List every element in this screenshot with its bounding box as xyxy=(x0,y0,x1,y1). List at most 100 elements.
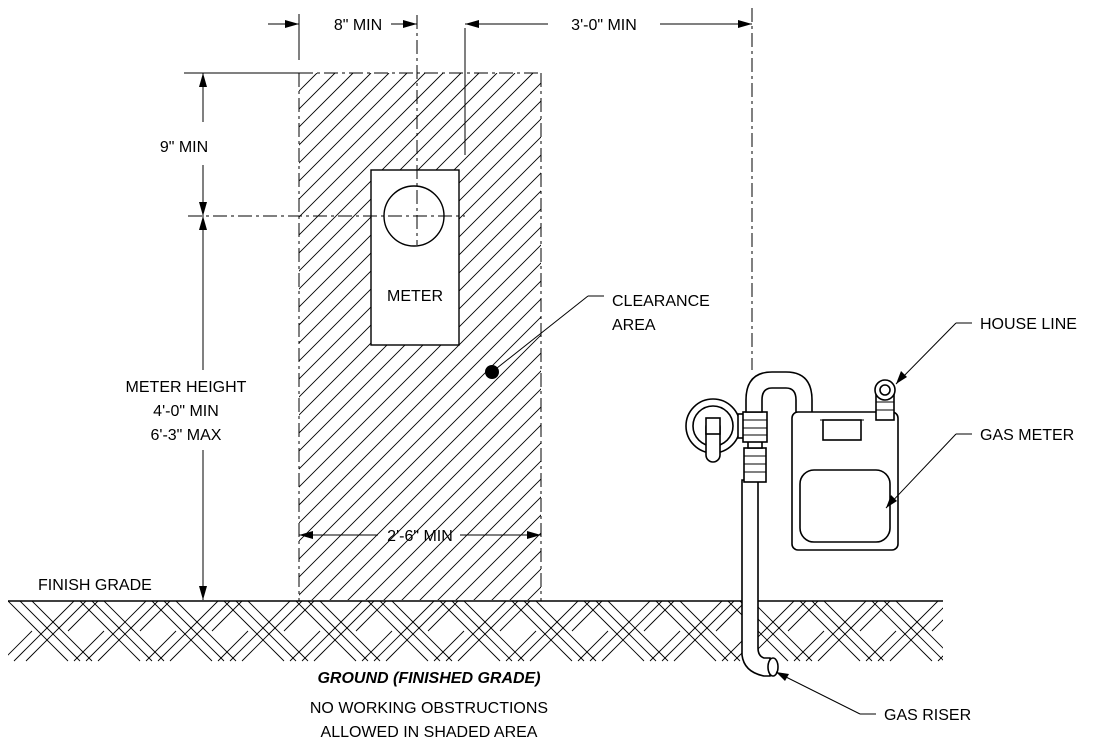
hatch-line xyxy=(299,298,541,542)
hatch-line xyxy=(811,601,843,632)
hatch-line xyxy=(313,630,345,662)
hatch-line xyxy=(55,601,87,632)
hatch-line xyxy=(673,630,705,662)
dim-label-3-0-min: 3'-0" MIN xyxy=(571,17,637,34)
hatch-line xyxy=(473,532,541,600)
hatch-line xyxy=(355,601,387,632)
hatch-line xyxy=(299,352,541,596)
meter-height-title: METER HEIGHT xyxy=(126,379,247,396)
hatch-line xyxy=(913,630,943,661)
hatch-line xyxy=(205,630,237,662)
hatch-line xyxy=(847,601,879,632)
hatch-line xyxy=(311,370,541,600)
hatch-line xyxy=(103,601,135,632)
ground: FINISH GRADE GROUND (FINISHED GRADE) NO … xyxy=(8,577,943,741)
hatch-line xyxy=(299,154,541,398)
hatch-line xyxy=(571,601,603,632)
hatch-line xyxy=(271,601,303,632)
ground-label: GROUND (FINISHED GRADE) xyxy=(317,670,540,687)
note-line-2: ALLOWED IN SHADED AREA xyxy=(321,724,538,741)
hatch-line xyxy=(451,601,483,632)
hatch-line xyxy=(235,601,267,632)
hatch-line xyxy=(85,630,117,662)
hatch-line xyxy=(299,73,408,182)
hatch-line xyxy=(817,630,849,662)
hatch-line xyxy=(299,73,318,92)
hatch-line xyxy=(499,601,531,632)
hatch-line xyxy=(631,601,663,632)
hatch-line xyxy=(343,601,375,632)
hatch-line xyxy=(937,655,943,662)
hatch-line xyxy=(181,630,213,662)
hatch-line xyxy=(299,262,541,506)
hatch-line xyxy=(415,601,447,632)
hatch-line xyxy=(805,630,837,662)
hatch-line xyxy=(299,136,541,380)
hatch-line xyxy=(127,601,159,632)
hatch-line xyxy=(487,601,519,632)
hatch-line xyxy=(643,601,675,632)
hatch-line xyxy=(685,630,717,662)
hatch-line xyxy=(337,630,369,662)
hatch-line xyxy=(401,460,541,600)
hatch-line xyxy=(637,630,669,662)
hatch-line xyxy=(601,630,633,662)
hatch-line xyxy=(299,118,541,362)
hatch-line xyxy=(703,601,735,632)
hatch-line xyxy=(517,630,549,662)
hatch-line xyxy=(403,601,435,632)
hatch-line xyxy=(13,630,45,662)
hatch-line xyxy=(559,601,591,632)
hatch-line xyxy=(607,601,639,632)
dim-label-9-min: 9" MIN xyxy=(160,139,208,156)
hatch-line xyxy=(347,406,541,600)
gas-riser-label: GAS RISER xyxy=(884,707,971,724)
hatch-line xyxy=(919,607,943,632)
hatch-line xyxy=(823,601,855,632)
hatch-line xyxy=(625,630,657,662)
hatch-line xyxy=(223,601,255,632)
hatch-line xyxy=(481,630,513,662)
hatch-line xyxy=(883,601,915,632)
hatch-line xyxy=(619,601,651,632)
hatch-line xyxy=(391,601,423,632)
note-line-1: NO WORKING OBSTRUCTIONS xyxy=(310,700,548,717)
hatch-line xyxy=(299,73,444,218)
hatch-line xyxy=(67,601,99,632)
hatch-line xyxy=(775,601,807,632)
electric-meter: METER xyxy=(370,169,460,346)
hatch-line xyxy=(8,601,39,632)
hatch-line xyxy=(43,601,75,632)
hatch-line xyxy=(283,601,315,632)
hatch-line xyxy=(697,630,729,662)
hatch-line xyxy=(157,630,189,662)
house-line-outlet xyxy=(874,379,896,421)
hatch-line xyxy=(31,601,63,632)
hatch-line xyxy=(8,630,33,656)
riser-fitting xyxy=(743,447,767,483)
hatch-line xyxy=(299,316,541,560)
hatch-line xyxy=(241,630,273,662)
hatch-line xyxy=(187,601,219,632)
hatch-line xyxy=(469,630,501,662)
hatch-line xyxy=(511,601,543,632)
hatch-line xyxy=(895,601,927,632)
house-line-label: HOUSE LINE xyxy=(980,316,1077,333)
hatch-line xyxy=(787,601,819,632)
hatch-line xyxy=(97,630,129,662)
hatch-line xyxy=(37,630,69,662)
clearance-hatching xyxy=(299,73,541,600)
hatch-line xyxy=(565,630,597,662)
hatch-line xyxy=(527,586,541,600)
hatch-line xyxy=(859,601,891,632)
dim-label-8-min: 8" MIN xyxy=(334,17,382,34)
hatch-line xyxy=(299,73,426,200)
clearance-label-1: CLEARANCE xyxy=(612,293,710,310)
hatch-line xyxy=(457,630,489,662)
hatch-line xyxy=(437,496,541,600)
hatch-line xyxy=(493,630,525,662)
hatch-line xyxy=(73,630,105,662)
hatch-line xyxy=(889,630,921,662)
hatch-line xyxy=(907,601,939,632)
hatch-line xyxy=(829,630,861,662)
